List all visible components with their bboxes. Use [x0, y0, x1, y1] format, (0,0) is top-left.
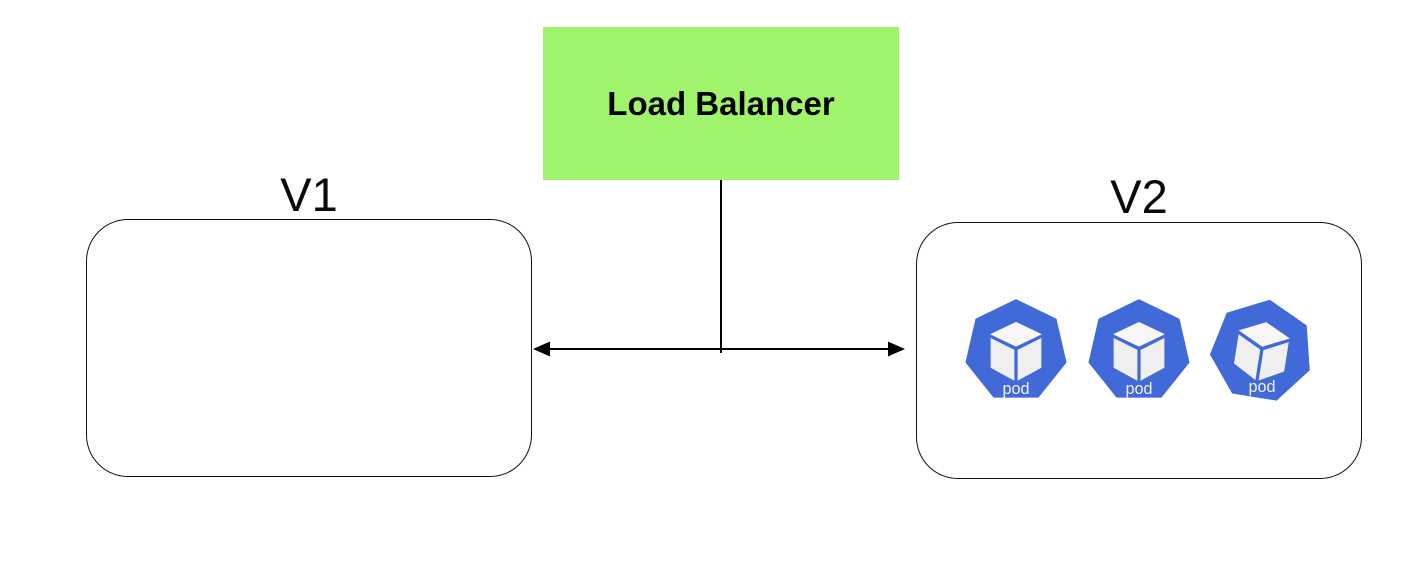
cube-right-face — [1017, 337, 1042, 381]
kubernetes-pod-icon: pod — [1208, 297, 1316, 405]
v1-label: V1 — [280, 168, 338, 221]
cube-right-face — [1258, 341, 1289, 381]
pod-label: pod — [1002, 380, 1029, 398]
pod-label: pod — [1125, 380, 1152, 398]
cube-right-face — [1140, 337, 1165, 381]
v2-group-box: pod pod po — [916, 222, 1362, 479]
v1-group-box — [86, 219, 532, 477]
cube-left-face — [1233, 333, 1261, 380]
cube-top-face — [1113, 321, 1165, 347]
kubernetes-pod-icon: pod — [1085, 297, 1193, 405]
arrowhead-left-icon — [533, 341, 550, 357]
load-balancer-node: Load Balancer — [543, 27, 899, 180]
cube-left-face — [990, 337, 1015, 381]
arrowhead-right-icon — [888, 341, 905, 357]
pod-heptagon — [1088, 298, 1190, 398]
pod-label: pod — [1248, 378, 1275, 396]
load-balancer-label: Load Balancer — [607, 84, 835, 122]
cube-left-face — [1113, 337, 1138, 381]
cube-top-face — [990, 321, 1042, 347]
kubernetes-pod-icon: pod — [962, 297, 1070, 405]
cube-top-face — [1238, 321, 1290, 347]
v2-label: V2 — [1110, 170, 1168, 223]
pod-heptagon — [965, 298, 1067, 398]
